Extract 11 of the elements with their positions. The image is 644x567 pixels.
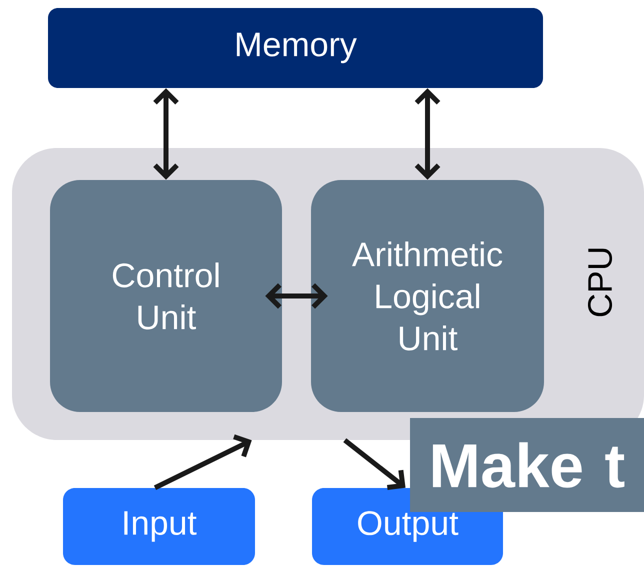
arrow xyxy=(153,88,179,180)
memory-box: Memory xyxy=(48,8,543,88)
input-box: Input xyxy=(63,488,255,565)
arrow xyxy=(343,438,406,490)
process-box: Control Unit xyxy=(50,180,282,412)
arrow xyxy=(414,88,440,180)
banner-box: Make t xyxy=(410,418,644,512)
container-label: CPU xyxy=(588,248,612,316)
process-box: Arithmetic Logical Unit xyxy=(311,180,544,412)
arrow xyxy=(265,283,328,309)
arrow xyxy=(154,434,252,490)
